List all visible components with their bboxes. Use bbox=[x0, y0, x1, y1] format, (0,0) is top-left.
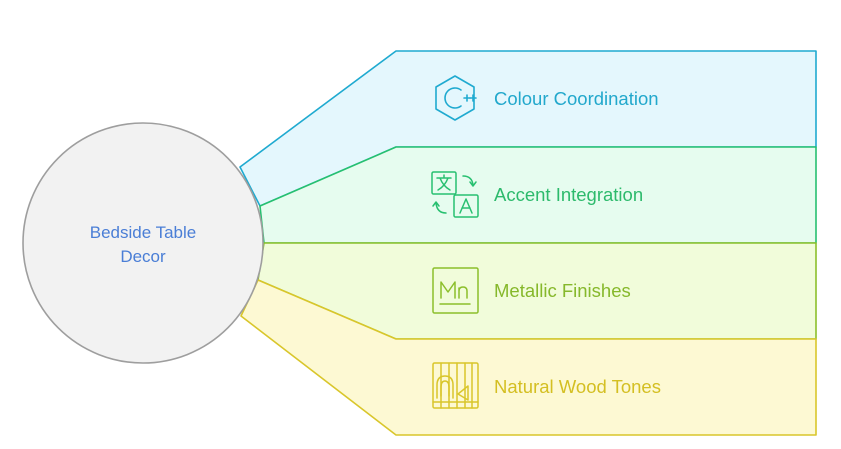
translate-icon bbox=[431, 171, 479, 218]
central-node: Bedside Table Decor bbox=[22, 122, 264, 364]
central-label-line-1: Bedside Table bbox=[90, 223, 197, 242]
band-label-colour-coordination: Colour Coordination bbox=[494, 88, 659, 109]
branch-accent-integration: Accent Integration bbox=[259, 146, 817, 244]
wood-panel-icon bbox=[432, 362, 479, 409]
branch-natural-wood-tones: Natural Wood Tones bbox=[240, 279, 817, 436]
band-natural-wood-tones bbox=[240, 279, 817, 436]
cpp-hexagon-icon bbox=[435, 75, 477, 121]
manganese-element-icon bbox=[432, 267, 479, 314]
band-label-metallic-finishes: Metallic Finishes bbox=[494, 280, 631, 301]
band-label-natural-wood-tones: Natural Wood Tones bbox=[494, 376, 661, 397]
central-label-line-2: Decor bbox=[120, 247, 166, 266]
band-label-accent-integration: Accent Integration bbox=[494, 184, 643, 205]
central-circle bbox=[22, 122, 264, 364]
